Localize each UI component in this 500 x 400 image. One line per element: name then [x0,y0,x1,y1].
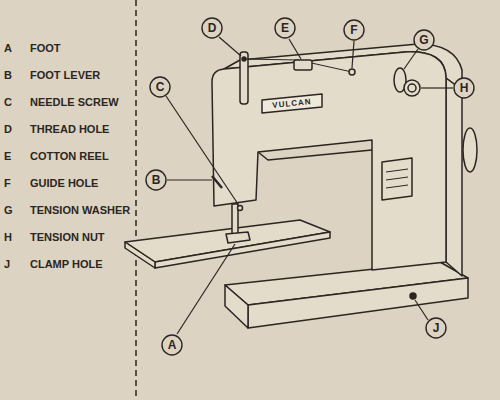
legend-letter: C [4,96,12,109]
callout-letter: G [419,33,428,47]
callout-letter: C [156,80,165,94]
part-name: THREAD HOLE [30,123,109,136]
legend-letter: H [4,231,12,244]
side-plate [382,158,412,200]
leader-line [404,49,418,69]
callout-circle: D [201,17,223,39]
base-side [225,285,248,328]
legend-letter: A [4,42,12,55]
part-name: FOOT [30,42,61,55]
part-name: GUIDE HOLE [30,177,98,190]
guide-hole [349,69,355,75]
legend-letter: B [4,69,12,82]
needle-screw [238,206,243,211]
divider-line [135,0,137,400]
arm-underside [258,150,372,160]
leader-line [352,41,354,68]
callout-letter: A [168,338,177,352]
part-name: CLAMP HOLE [30,258,103,271]
brand-name: VULCAN [272,97,312,111]
callout-letter: E [281,21,289,35]
callout-ring [414,30,434,50]
callout-ring [150,77,170,97]
part-name: TENSION WASHER [30,204,130,217]
plate-lines [386,169,408,188]
bed-front [155,232,330,268]
callout-ring [275,18,295,38]
cotton-reel [294,60,312,70]
tension-nut-core [408,84,416,92]
callout-circle: G [413,29,435,51]
callout-letter: H [460,81,469,95]
brand-plate [262,94,322,113]
legend-letter: E [4,150,11,163]
callout-circle: J [425,317,447,339]
callout-ring [202,18,222,38]
leader-line [167,179,212,180]
part-name: NEEDLE SCREW [30,96,119,109]
leader-line [421,87,453,88]
callout-ring [344,20,364,40]
callout-letter: D [208,21,217,35]
leader-line [289,39,301,59]
callout-circle: A [161,334,183,356]
part-name: FOOT LEVER [30,69,100,82]
tension-nut [404,80,420,96]
clamp-hole [410,293,416,299]
leader-line [415,300,428,320]
bed-side [125,242,155,268]
presser-foot [226,232,250,243]
part-name: TENSION NUT [30,231,105,244]
callout-ring [454,78,474,98]
callout-ring [162,335,182,355]
thread-line [244,59,352,72]
callout-circle: B [145,169,167,191]
part-name: COTTON REEL [30,150,109,163]
callout-circle: F [343,19,365,41]
callout-ring [146,170,166,190]
legend-letter: J [4,258,10,271]
callout-circle: H [453,77,475,99]
callout-letter: J [433,321,440,335]
callout-letter: B [152,173,161,187]
callout-letter: F [350,23,357,37]
legend-letter: G [4,204,13,217]
thread-post [240,52,248,104]
callout-circle: C [149,76,171,98]
leader-line [177,244,235,334]
legend-letter: F [4,177,11,190]
pillar-side [446,78,462,276]
leader-lines [166,37,453,334]
callout-circle: E [274,17,296,39]
callout-ring [426,318,446,338]
handwheel [463,128,477,172]
leader-line [219,37,241,56]
legend-letter: D [4,123,12,136]
leader-line [166,96,238,204]
